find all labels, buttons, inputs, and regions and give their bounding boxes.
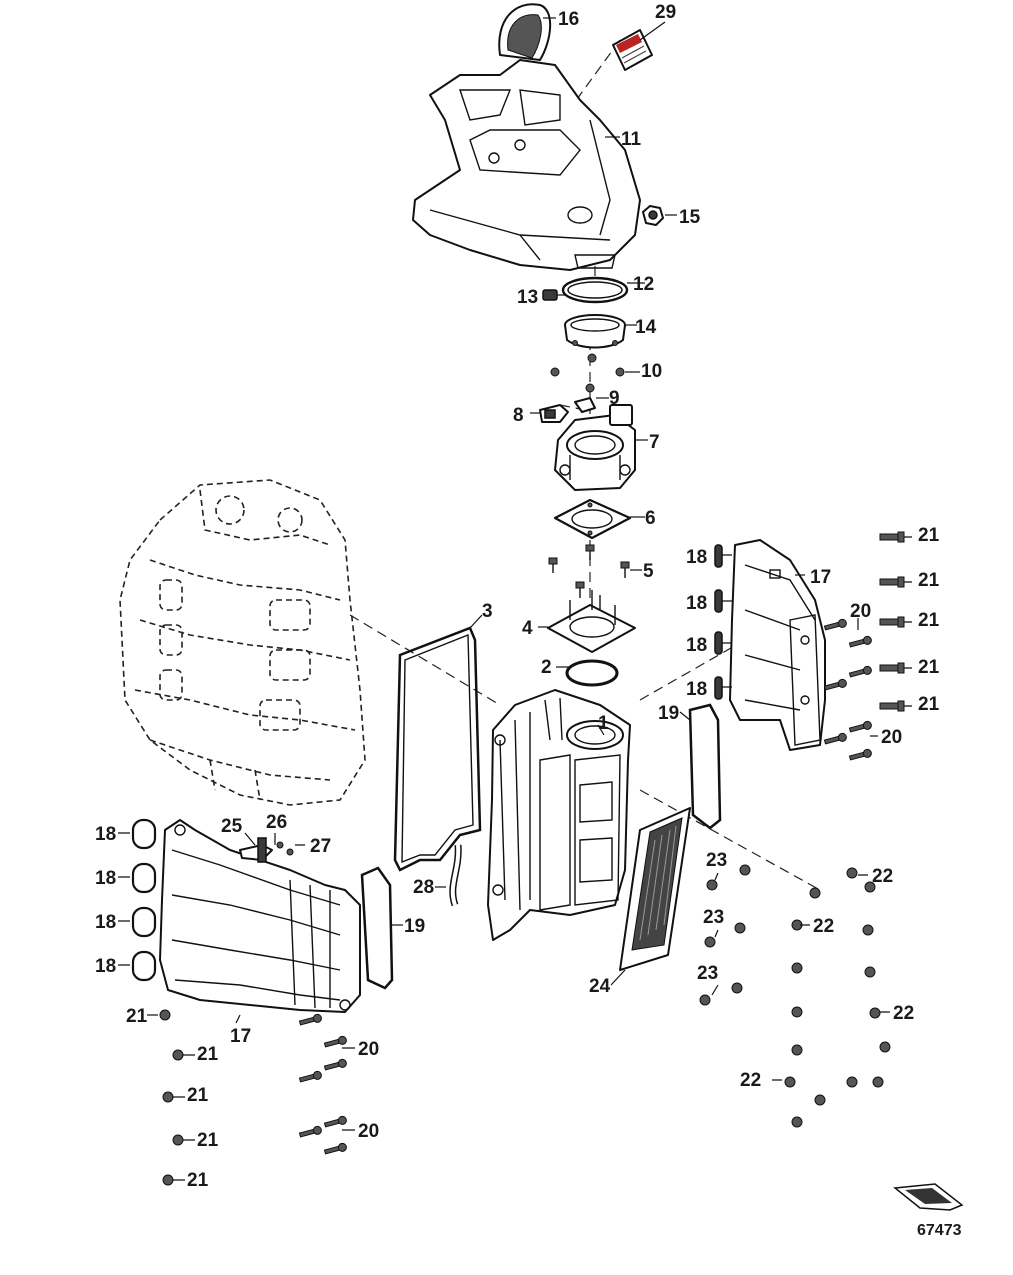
callout-22-b: 22 — [813, 916, 834, 937]
callout-10: 10 — [641, 361, 662, 382]
silencer-cover-part — [412, 59, 641, 271]
callout-labels: 16 29 11 15 12 13 14 10 9 8 7 6 5 4 2 1 … — [95, 2, 940, 1191]
callout-8: 8 — [513, 405, 524, 426]
callout-21-r5: 21 — [918, 694, 940, 715]
callout-18-l3: 18 — [95, 912, 116, 933]
callout-18-r3: 18 — [686, 635, 707, 656]
callout-20-r2: 20 — [881, 727, 902, 748]
manifold-gasket-left-part — [360, 866, 394, 990]
intake-screen-part — [498, 3, 552, 61]
nut-parts — [550, 353, 625, 393]
outboard-orientation-icon — [893, 1183, 964, 1211]
callout-16: 16 — [558, 9, 579, 30]
callout-6: 6 — [645, 508, 656, 529]
fitting-parts — [239, 837, 294, 863]
callout-21-l3: 21 — [187, 1085, 209, 1106]
intake-plenum-part — [487, 689, 631, 941]
hose-part — [449, 844, 462, 907]
clamp-part — [561, 276, 629, 304]
adapter-screw-parts — [548, 544, 630, 598]
callout-5: 5 — [643, 561, 654, 582]
throttle-body-part — [554, 404, 636, 491]
callout-18-l1: 18 — [95, 824, 116, 845]
callout-3: 3 — [482, 601, 493, 622]
callout-25: 25 — [221, 816, 243, 837]
callout-18-l4: 18 — [95, 956, 116, 977]
callout-21-r4: 21 — [918, 657, 940, 678]
callout-22-a: 22 — [872, 866, 893, 887]
callout-21-r1: 21 — [918, 525, 940, 546]
callout-20-l1: 20 — [358, 1039, 379, 1060]
callout-22-c: 22 — [893, 1003, 914, 1024]
callout-21-l4: 21 — [197, 1130, 219, 1151]
throttle-gasket-part — [553, 498, 632, 540]
plenum-gasket-large-part — [393, 626, 482, 872]
callout-14: 14 — [635, 317, 657, 338]
plug-part — [642, 205, 664, 226]
manifold-o-rings-right — [714, 544, 723, 700]
callout-4: 4 — [522, 618, 533, 639]
callout-21-r2: 21 — [918, 570, 940, 591]
adapter-plate-part — [547, 590, 636, 653]
callout-21-l2: 21 — [197, 1044, 219, 1065]
callout-20-r1: 20 — [850, 601, 871, 622]
callout-21-l1: 21 — [126, 1006, 148, 1027]
callout-20-l2: 20 — [358, 1121, 379, 1142]
callout-21-l5: 21 — [187, 1170, 209, 1191]
figure-number: 67473 — [917, 1222, 962, 1239]
callout-18-l2: 18 — [95, 868, 116, 889]
callout-leaders — [118, 17, 912, 1181]
callout-12: 12 — [633, 274, 654, 295]
callout-26: 26 — [266, 812, 287, 833]
clamp-screw-part — [542, 289, 565, 301]
intake-manifold-right-part — [729, 539, 826, 751]
bolt-parts — [159, 531, 905, 1186]
sensor-part — [539, 404, 569, 423]
callout-17-right: 17 — [810, 567, 831, 588]
callout-23-a: 23 — [706, 850, 727, 871]
callout-23-b: 23 — [703, 907, 724, 928]
callout-9: 9 — [609, 388, 620, 409]
callout-17-left: 17 — [230, 1026, 251, 1047]
callout-23-c: 23 — [697, 963, 718, 984]
o-ring-part — [565, 659, 619, 687]
adapter-ring-part — [564, 314, 626, 349]
callout-13: 13 — [517, 287, 538, 308]
intake-manifold-left-part — [159, 819, 361, 1013]
manifold-o-rings-left — [131, 818, 157, 982]
callout-27: 27 — [310, 836, 331, 857]
filter-part — [619, 807, 691, 971]
warning-decal-part — [612, 29, 653, 71]
callout-2: 2 — [541, 657, 552, 678]
callout-18-r1: 18 — [686, 547, 707, 568]
callout-19-right: 19 — [658, 703, 679, 724]
callout-19-left: 19 — [404, 916, 425, 937]
callout-1: 1 — [598, 713, 609, 734]
callout-29: 29 — [655, 2, 676, 23]
callout-28: 28 — [413, 877, 434, 898]
callout-18-r2: 18 — [686, 593, 707, 614]
callout-22-d: 22 — [740, 1070, 761, 1091]
callout-11: 11 — [621, 129, 642, 150]
callout-7: 7 — [649, 432, 660, 453]
callout-15: 15 — [679, 207, 701, 228]
bracket-part — [574, 397, 596, 413]
callout-21-r3: 21 — [918, 610, 940, 631]
plenum-bolt-group — [699, 864, 891, 1128]
engine-block-reference — [119, 479, 366, 806]
callout-24: 24 — [589, 976, 611, 997]
callout-18-r4: 18 — [686, 679, 707, 700]
manifold-gasket-right-part — [688, 703, 722, 830]
